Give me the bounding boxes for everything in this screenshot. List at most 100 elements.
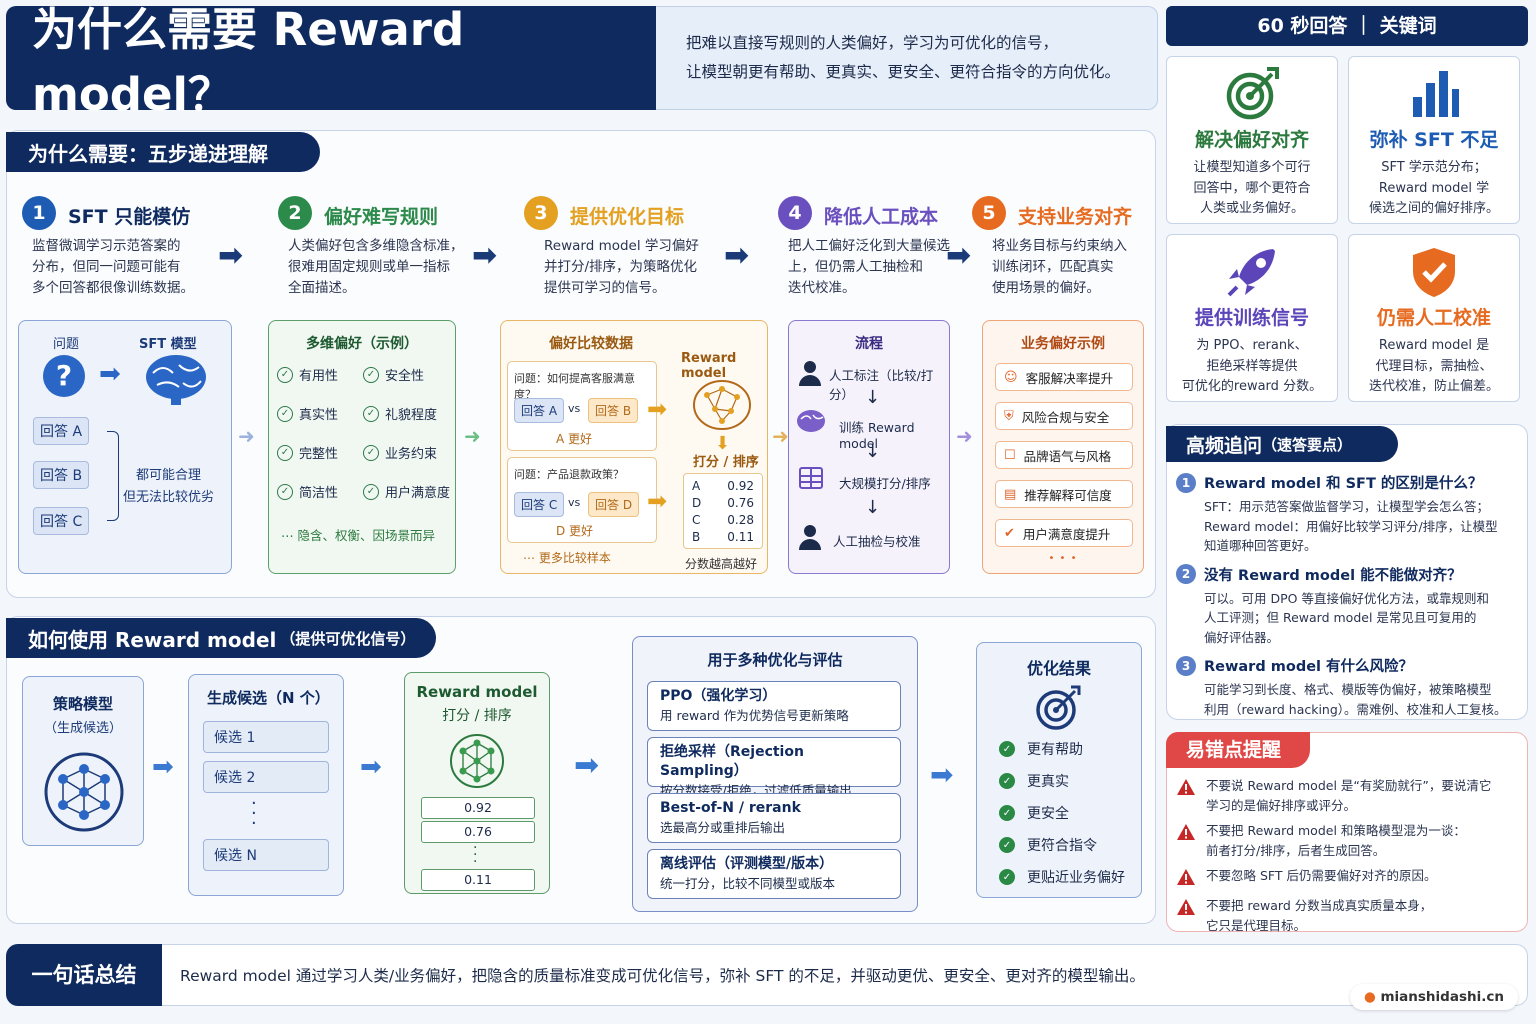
- summary-tab: 一句话总结: [6, 944, 162, 1006]
- arrow-right-icon: ➡: [946, 238, 972, 273]
- arrow-right-icon: ➡: [472, 238, 498, 273]
- pitfall-text: 不要把 Reward model 和策略模型混为一谈：前者打分/排序，后者生成回…: [1206, 821, 1466, 860]
- faq-answer-line: SFT：用示范答案做监督学习，让模型学会怎么答；: [1204, 499, 1490, 514]
- step-number-badge: 4: [778, 196, 812, 230]
- pitfall-text: 不要忽略 SFT 后仍需要偏好对齐的原因。: [1206, 866, 1437, 886]
- result-item: ✓更真实: [999, 771, 1125, 791]
- preference-item: ✓安全性: [363, 365, 424, 384]
- arrow-right-icon: ➡: [218, 238, 244, 273]
- step-description-line: Reward model 学习偏好: [544, 238, 699, 254]
- score-key: A: [692, 479, 701, 493]
- business-item: ▤推荐解释可信度: [995, 480, 1133, 508]
- business-item-label: 用户满意度提升: [1022, 526, 1111, 542]
- check-circle-icon: ✓: [277, 483, 293, 500]
- page-subtitle: 把难以直接写规则的人类偏好，学习为可优化的信号， 让模型朝更有帮助、更真实、更安…: [656, 6, 1158, 110]
- optimization-name: 拒绝采样（Rejection Sampling）: [660, 744, 804, 779]
- vertical-ellipsis-icon: ···: [473, 840, 478, 870]
- faq-question-text: Reward model 和 SFT 的区别是什么？: [1204, 476, 1483, 492]
- flow-arrow-icon: ➡: [930, 758, 954, 791]
- step-title: 提供优化目标: [570, 206, 685, 228]
- step-description-line: 分布，但同一问题可能有: [32, 259, 181, 275]
- flow-arrow-icon: ➜: [238, 424, 255, 448]
- target-icon: [1036, 685, 1081, 730]
- optimization-desc: 选最高分或重排后输出: [660, 820, 786, 835]
- pitfall-line: 不要把 reward 分数当成真实质量本身，: [1206, 898, 1433, 913]
- preference-label: 业务约束: [385, 447, 438, 462]
- shield-check-icon: ✔: [1004, 525, 1015, 541]
- answer-d-chip: 回答 D: [588, 492, 640, 517]
- check-circle-icon: ✓: [999, 805, 1015, 821]
- key-card: 解决偏好对齐让模型知道多个可行回答中，哪个更符合人类或业务偏好。: [1166, 56, 1338, 224]
- business-item: ⛨风险合规与安全: [995, 402, 1133, 430]
- key-card-title: 弥补 SFT 不足: [1369, 129, 1499, 151]
- answers-note-line-2: 但无法比较优劣: [123, 490, 215, 505]
- comparison-result-1: A 更好: [556, 432, 593, 446]
- preference-label: 安全性: [385, 369, 425, 384]
- answers-note: 都可能合理 但无法比较优劣: [123, 465, 214, 509]
- score-note: 分数越高越好: [685, 557, 758, 571]
- key-card-line: 为 PPO、rerank、: [1196, 338, 1308, 353]
- check-circle-icon: ✓: [999, 837, 1015, 853]
- policy-model-title: 策略模型: [52, 695, 113, 713]
- candidate-1: 候选 1: [203, 721, 329, 753]
- warning-icon: [1176, 868, 1196, 886]
- faq-tab: 高频追问（速答要点）: [1166, 426, 1398, 462]
- step-description-line: 迭代校准。: [788, 280, 856, 296]
- step-description: 把人工偏好泛化到大量候选上，但仍需人工抽检和迭代校准。: [788, 236, 950, 299]
- key-card-title: 解决偏好对齐: [1194, 129, 1309, 151]
- reward-model-title: Reward model: [416, 683, 538, 701]
- pitfall-line: 不要忽略 SFT 后仍需要偏好对齐的原因。: [1206, 868, 1437, 883]
- comparison-question-1: 问题：如何提高客服满意度？: [514, 372, 635, 401]
- result-item: ✓更有帮助: [999, 739, 1125, 759]
- results-box: 优化结果 ✓更有帮助✓更真实✓更安全✓更符合指令✓更贴近业务偏好: [976, 642, 1142, 898]
- pitfall-line: 学习的是偏好排序或评分。: [1206, 797, 1357, 813]
- faq-question-text: Reward model 有什么风险？: [1204, 659, 1414, 675]
- pitfall-line: 它只是代理目标。: [1206, 917, 1307, 933]
- optimization-item: 拒绝采样（Rejection Sampling）按分数接受/拒绝，过滤低质量输出: [647, 737, 901, 798]
- arrow-down-icon: ↓: [865, 441, 881, 462]
- comparison-title: 偏好比较数据: [549, 336, 633, 352]
- step-description: 监督微调学习示范答案的分布，但同一问题可能有多个回答都很像训练数据。: [32, 236, 194, 299]
- faq-title: 高频追问: [1186, 434, 1263, 457]
- check-circle-icon: ✓: [999, 741, 1015, 757]
- ellipsis-icon: ⋯: [523, 551, 539, 565]
- key-card-line: 拒绝采样等提供: [1206, 358, 1298, 374]
- shield-icon: ⛨: [1004, 408, 1014, 424]
- faq-number-badge: 3: [1176, 655, 1196, 676]
- key-card-title: 提供训练信号: [1194, 307, 1309, 329]
- optimization-name: 离线评估（评测模型/版本）: [660, 856, 834, 872]
- process-step-2: 训练 Reward model: [839, 420, 915, 451]
- step-number-badge: 2: [278, 196, 312, 230]
- key-card-line: Reward model 学: [1378, 180, 1490, 196]
- preferences-title: 多维偏好（示例）: [306, 336, 418, 352]
- how-section-tab-small: （提供可优化信号）: [280, 629, 416, 648]
- grid-icon: [799, 467, 823, 489]
- watermark: ● mianshidashi.cn: [1350, 984, 1518, 1010]
- score-value: 0.11: [727, 530, 754, 544]
- optimization-name: Best-of-N / rerank: [660, 800, 801, 816]
- more-samples: ⋯ 更多比较样本: [523, 549, 611, 566]
- step-number-badge: 1: [22, 196, 56, 230]
- key-card-line: 人类或业务偏好。: [1199, 201, 1304, 216]
- preference-label: 简洁性: [299, 486, 339, 501]
- arrow-down-icon: ↓: [865, 387, 881, 408]
- warning-icon: [1176, 898, 1196, 916]
- business-title: 业务偏好示例: [1021, 336, 1105, 352]
- bar-chart-icon: [1407, 67, 1461, 121]
- document-icon: ▤: [1004, 486, 1017, 502]
- preference-label: 用户满意度: [385, 486, 451, 501]
- preferences-footer-text: 隐含、权衡、因场景而异: [297, 528, 435, 543]
- faq-answer-line: 偏好评估器。: [1204, 629, 1280, 645]
- person-icon: [799, 525, 821, 551]
- step-description-line: 使用场景的偏好。: [992, 280, 1100, 296]
- answers-bracket: [107, 431, 119, 521]
- step-number-badge: 3: [524, 196, 558, 230]
- faq-number-badge: 2: [1176, 564, 1196, 584]
- preference-label: 完整性: [299, 447, 339, 462]
- faq-panel: [1166, 424, 1528, 720]
- answer-b-chip: 回答 B: [588, 398, 639, 423]
